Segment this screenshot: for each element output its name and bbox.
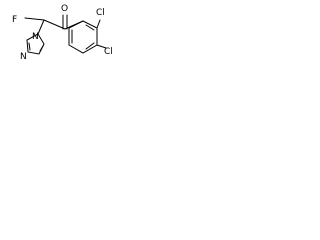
imidazole-ring: [26, 33, 45, 55]
fluorine-label: F: [12, 15, 17, 25]
bond-chf-imidazole: [37, 19, 45, 35]
bond-carbonyl-chf: [43, 19, 66, 30]
bond-ortho-chlorine: [96, 19, 101, 29]
structure-drawing: O F N N Cl Cl: [12, 4, 113, 62]
benzene-ring: [68, 20, 98, 54]
chlorine-para-label: Cl: [104, 47, 113, 57]
oxygen-label: O: [61, 4, 68, 14]
imidazole-double-bond-2: [39, 45, 44, 52]
benzene-double-bond-1: [85, 24, 95, 31]
benzene-double-bond-2: [85, 42, 95, 50]
imidazole-n1-label: N: [32, 32, 39, 42]
bond-para-chlorine: [96, 44, 107, 49]
imidazole-n3-label: N: [20, 52, 27, 62]
imidazole-double-bond-1: [28, 42, 31, 51]
bond-chf-fluorine: [24, 17, 45, 21]
chlorine-ortho-label: Cl: [96, 8, 105, 18]
molecule-structure-canvas: O F N N Cl Cl: [0, 0, 118, 94]
